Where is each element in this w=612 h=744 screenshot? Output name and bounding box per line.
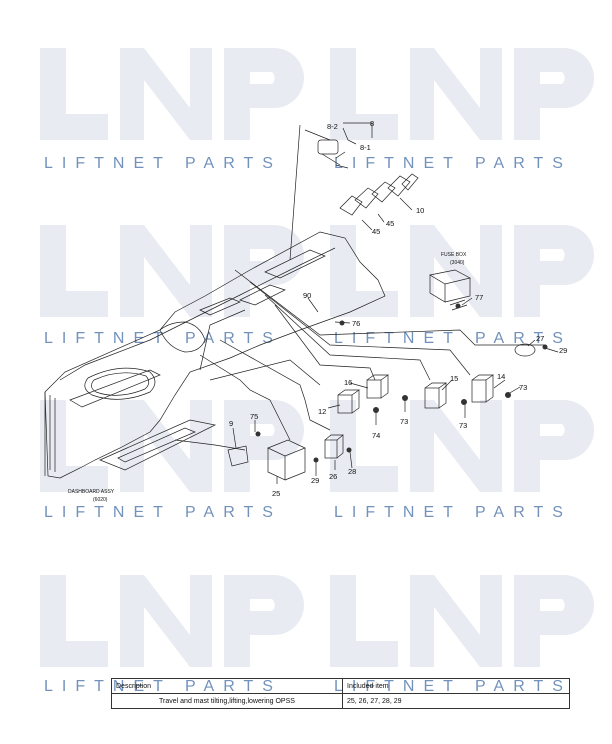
callout-29: 29	[311, 476, 319, 485]
callout-75: 75	[250, 412, 258, 421]
bolt-73	[461, 399, 467, 405]
bolt-29	[542, 344, 548, 350]
dashboard-assy-code: (6020)	[93, 497, 108, 503]
bolt-73	[402, 395, 408, 401]
callout-14: 14	[497, 372, 505, 381]
watermark-text: LIFTNET PARTS	[44, 155, 282, 172]
callout-12: 12	[318, 407, 326, 416]
key-switch	[317, 139, 349, 169]
row-description: Travel and mast tilting,lifting,lowering…	[111, 693, 343, 709]
watermark-text: LIFTNET PARTS	[44, 330, 282, 347]
relay-14	[471, 374, 495, 403]
watermark-text: LIFTNET PARTS	[334, 504, 572, 521]
callout-26: 26	[329, 472, 337, 481]
relay-26	[324, 434, 344, 459]
bolt-73	[505, 392, 511, 398]
watermark-text: LIFTNET PARTS	[334, 330, 572, 347]
callout-8: 8	[370, 119, 374, 128]
callout-9: 9	[229, 419, 233, 428]
fuse-box-code: (3040)	[450, 260, 465, 266]
row-included-items: 25, 26, 27, 28, 29	[342, 693, 570, 709]
bolt-74	[373, 407, 379, 413]
callout-8-1: 8-1	[360, 143, 371, 152]
fuse-box	[429, 269, 471, 303]
watermark-text: LIFTNET PARTS	[334, 155, 572, 172]
callout-8-2: 8-2	[327, 122, 338, 131]
column-header-included-item: Included item	[342, 678, 570, 694]
rocker-switches	[339, 173, 419, 216]
callout-73: 73	[459, 421, 467, 430]
column-header-description: Description	[111, 678, 343, 694]
cable-ring	[514, 343, 536, 357]
callout-45: 45	[386, 219, 394, 228]
bolt-28	[346, 447, 352, 453]
dashboard-assy-label: DASHBOARD ASSY	[68, 489, 115, 495]
parts-table: Description Included item Travel and mas…	[111, 678, 570, 709]
callout-15: 15	[450, 374, 458, 383]
opss-controller	[267, 439, 306, 481]
bolt-75	[255, 431, 261, 437]
dashboard-left-side	[44, 392, 56, 476]
bolt-76	[339, 320, 345, 326]
bolt-77	[455, 303, 461, 309]
bolt-29	[313, 457, 319, 463]
relay-15	[424, 382, 448, 409]
callout-10: 10	[416, 206, 424, 215]
callout-28: 28	[348, 467, 356, 476]
fuse-box-label: FUSE BOX	[441, 252, 467, 258]
table-header-row: Description Included item	[111, 678, 570, 694]
callout-74: 74	[372, 431, 380, 440]
dashboard-panel	[44, 231, 386, 479]
callout-25: 25	[272, 489, 280, 498]
callout-73: 73	[519, 383, 527, 392]
callout-29: 29	[559, 346, 567, 355]
callout-73: 73	[400, 417, 408, 426]
callout-90: 90	[303, 291, 311, 300]
callout-45: 45	[372, 227, 380, 236]
table-row: Travel and mast tilting,lifting,lowering…	[111, 693, 570, 709]
callout-77: 77	[475, 293, 483, 302]
watermark-text: LIFTNET PARTS	[44, 504, 282, 521]
callout-76: 76	[352, 319, 360, 328]
relay-12-16	[337, 374, 390, 414]
callout-16: 16	[344, 378, 352, 387]
callout-27: 27	[536, 334, 544, 343]
